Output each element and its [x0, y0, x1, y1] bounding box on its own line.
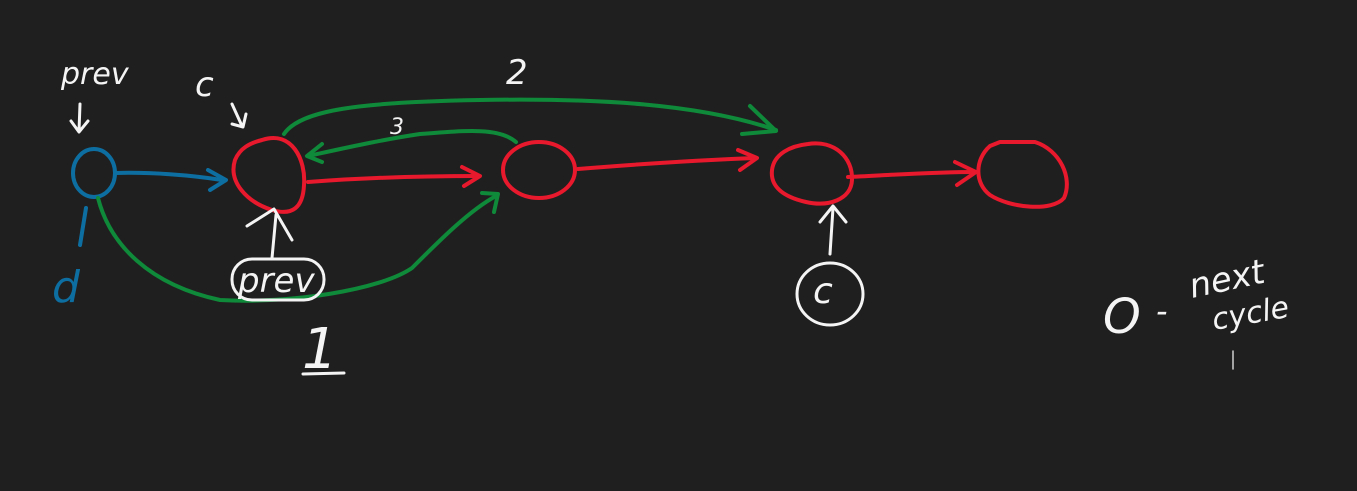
list-node-2 — [501, 140, 577, 200]
step-1-label: 1 — [302, 317, 338, 382]
rewire-steps: 1 2 3 — [96, 53, 778, 382]
top-labels: prev c — [60, 57, 248, 134]
c-top-label: c — [195, 65, 214, 105]
green-step-1-path — [96, 194, 498, 303]
prev-pointer-group: prev — [230, 207, 326, 302]
prev-top-label: prev — [60, 57, 130, 92]
dummy-to-d-line — [78, 206, 88, 247]
legend: O - next cycle — [1103, 252, 1292, 370]
c-circle — [795, 261, 865, 327]
arrow-node3-to-node4 — [846, 170, 977, 179]
list-node-4 — [976, 140, 1069, 209]
green-step-2-arrowhead — [740, 104, 778, 136]
list-node-1 — [231, 136, 307, 214]
green-step-3-path — [306, 129, 518, 158]
curr-pointer-group: c — [795, 204, 865, 327]
prev-outline — [230, 257, 326, 302]
green-step-3-arrowhead — [305, 142, 324, 164]
dummy-node — [71, 147, 117, 199]
linked-list-nodes — [231, 136, 1069, 214]
green-step-1-arrowhead — [480, 191, 500, 214]
c-circled-label: c — [813, 271, 833, 312]
list-node-3 — [769, 141, 855, 206]
step-2-label: 2 — [506, 53, 528, 93]
d-label: d — [52, 262, 81, 313]
prev-boxed-label: prev — [237, 261, 315, 301]
prev-up-arrow — [245, 207, 294, 260]
arrowhead-node3-to-node4 — [953, 160, 978, 187]
prev-down-arrow — [69, 102, 90, 134]
arrow-node1-to-node2 — [306, 174, 480, 184]
arrow-dummy-to-c — [114, 170, 224, 182]
next-pointers — [306, 148, 978, 188]
green-step-2-path — [282, 97, 778, 136]
c-up-arrow — [818, 204, 848, 256]
arrowhead-dummy-to-c — [206, 168, 228, 192]
arrowhead-node1-to-node2 — [460, 165, 482, 188]
legend-dash: - — [1156, 292, 1168, 330]
step-1-underline — [301, 371, 346, 376]
c-down-arrow — [230, 102, 248, 129]
legend-symbol: O — [1103, 289, 1141, 345]
arrowhead-node2-to-node3 — [736, 148, 759, 172]
step-3-label: 3 — [390, 115, 404, 140]
dummy-node-group: d — [52, 147, 228, 313]
arrow-node2-to-node3 — [576, 156, 758, 171]
